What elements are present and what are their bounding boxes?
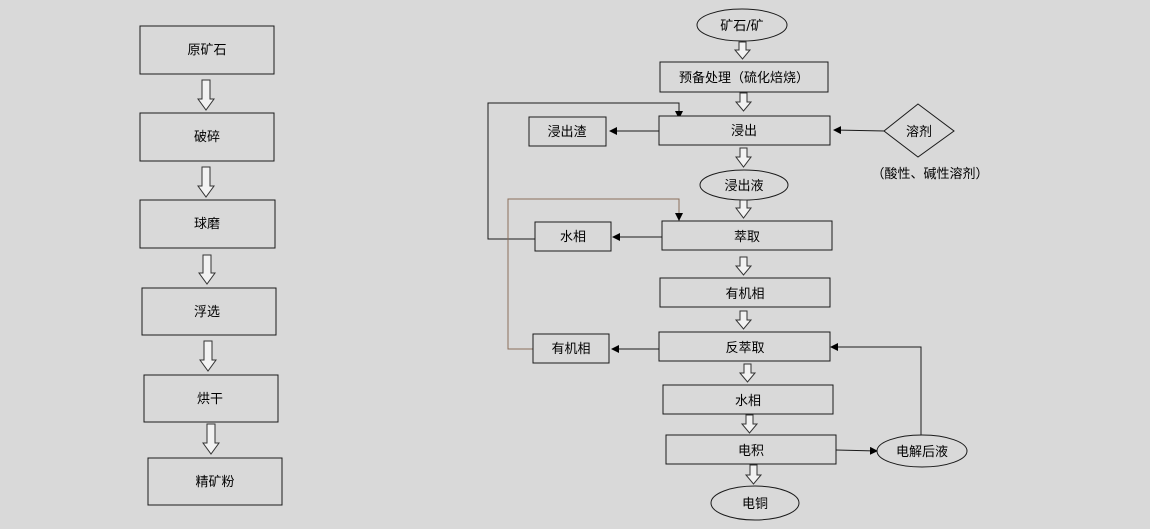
pretreatment-box (659, 61, 829, 93)
down-arrow-icon (735, 147, 752, 168)
down-arrow-icon (199, 340, 217, 372)
leaching-box (658, 115, 831, 146)
down-arrow-icon (738, 363, 757, 383)
leachate-label: 浸出液 (724, 179, 763, 194)
step-crushing-box (139, 112, 275, 162)
electrowinning-label: 电积 (738, 444, 764, 459)
step-raw-ore-box (139, 25, 275, 75)
step-ball-milling-box (139, 199, 276, 249)
organic-phase-box-1 (659, 277, 831, 308)
leach-residue-label: 浸出渣 (547, 125, 586, 140)
aqueous-phase-label-1: 水相 (560, 230, 586, 245)
spent-electrolyte-connector (835, 446, 878, 455)
down-arrow-icon (198, 254, 216, 285)
electrowinning-box (665, 434, 837, 465)
solvent-label: 溶剂 (906, 125, 932, 140)
down-arrow-icon (735, 199, 752, 219)
organic-phase-label-2: 有机相 (551, 342, 590, 357)
stripping-box (658, 331, 831, 362)
down-arrow-icon (734, 310, 753, 330)
right-flowchart: 矿石/矿 预备处理（硫化焙烧） 浸出 浸出渣 溶剂 （酸性、碱性溶剂） 浸出液 … (487, 8, 989, 521)
organic-phase-box-2 (532, 333, 610, 364)
extraction-label: 萃取 (734, 230, 760, 245)
aqueous-phase-label-2: 水相 (735, 394, 761, 409)
copper-node (710, 485, 800, 521)
arrowhead-icon (675, 213, 683, 221)
step-crushing-label: 破碎 (194, 130, 220, 145)
solvent-connector (833, 126, 886, 135)
step-concentrate-box (147, 457, 283, 506)
solvent-diamond (883, 103, 955, 158)
down-arrow-icon (197, 79, 215, 111)
step-flotation-label: 浮选 (194, 305, 220, 320)
step-ball-milling-label: 球磨 (194, 217, 220, 232)
solvent-note: （酸性、碱性溶剂） (871, 167, 988, 182)
copper-label: 电铜 (742, 497, 768, 512)
step-flotation-box (141, 287, 277, 336)
stripping-label: 反萃取 (725, 341, 764, 356)
down-arrow-icon (740, 414, 759, 434)
organic-recycle-line (507, 198, 680, 350)
down-arrow-icon (734, 256, 753, 276)
leach-residue-box (528, 116, 607, 147)
aqueous-recycle-line (487, 102, 683, 240)
organic-phase-label-1: 有机相 (725, 287, 764, 302)
aqueous-phase-box-1 (534, 221, 612, 252)
ore-node (696, 8, 788, 42)
down-arrow-icon (197, 166, 215, 198)
down-arrow-icon (733, 41, 752, 60)
spent-electrolyte-label: 电解后液 (896, 445, 948, 460)
electrolyte-return-line (830, 343, 922, 446)
step-drying-box (143, 374, 279, 423)
down-arrow-icon (734, 92, 753, 112)
step-drying-label: 烘干 (197, 392, 223, 407)
step-concentrate-label: 精矿粉 (195, 475, 234, 490)
down-arrow-icon (744, 464, 763, 485)
extraction-box (661, 220, 833, 251)
aqueous-phase-box-2 (662, 384, 834, 415)
pretreatment-label: 预备处理（硫化焙烧） (679, 70, 809, 86)
ore-label: 矿石/矿 (720, 19, 763, 34)
down-arrow-icon (202, 423, 220, 455)
spent-electrolyte-node (876, 434, 968, 468)
leaching-label: 浸出 (731, 124, 757, 139)
left-flowchart: 原矿石 破碎 球磨 浮选 烘干 精矿粉 (139, 25, 283, 506)
step-raw-ore-label: 原矿石 (187, 43, 226, 58)
